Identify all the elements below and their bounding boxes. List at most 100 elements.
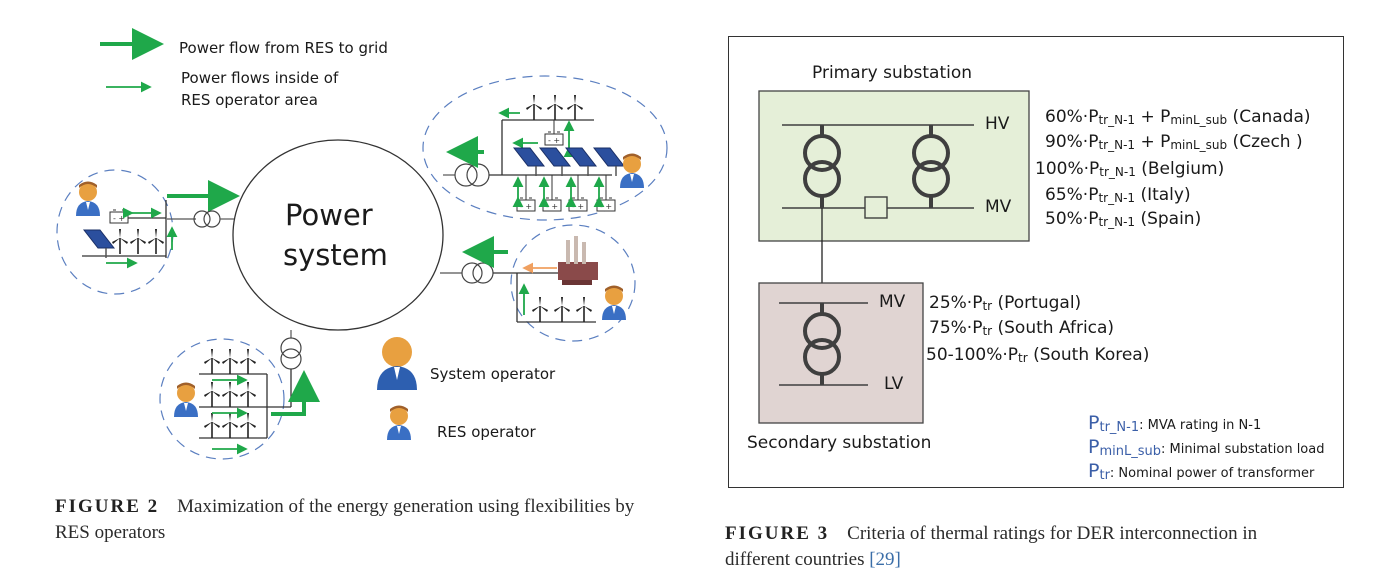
criterion-extra: + P xyxy=(1135,132,1171,152)
definition-text: : MVA rating in N-1 xyxy=(1139,418,1262,433)
primary-substation-box xyxy=(758,90,1030,242)
secondary-mv-label: MV xyxy=(879,292,906,312)
power-system-label-line1: Power xyxy=(285,198,373,232)
wind-turbine-icon xyxy=(239,381,257,408)
res-operator-bottom-icon xyxy=(174,382,198,417)
criterion-sub: tr_N-1 xyxy=(1098,191,1136,205)
wind-turbine-icon xyxy=(203,381,221,408)
bus-coupler-icon xyxy=(864,196,888,219)
criterion-country: (Spain) xyxy=(1135,209,1202,229)
system-operator-icon xyxy=(377,337,417,390)
res-operator-middle-right-icon xyxy=(602,285,626,320)
definition-symbol: Ptr xyxy=(1088,460,1110,483)
res-area-middle-right xyxy=(510,224,636,342)
figure-3-label: FIGURE 3 xyxy=(725,523,830,544)
criterion-belgium: 100%·Ptr_N-1 (Belgium) xyxy=(1035,158,1224,183)
criterion-pct: 50%·P xyxy=(1045,209,1099,229)
primary-mv-label: MV xyxy=(985,197,1012,217)
criterion-extra-sub: minL_sub xyxy=(1170,113,1228,127)
criterion-pct: 100%·P xyxy=(1035,159,1100,179)
transformer-bottom-icon xyxy=(280,337,302,359)
battery-icon xyxy=(109,209,129,224)
wind-turbine-icon xyxy=(239,412,257,439)
transformer-top-right-icon xyxy=(454,163,478,187)
wind-turbine-icon xyxy=(129,228,147,255)
transformer-left-icon xyxy=(193,210,211,228)
res-area-bottom xyxy=(159,338,285,460)
figure-3-caption-line1: Criteria of thermal ratings for DER inte… xyxy=(847,523,1258,544)
grid-flow-arrow-bottom xyxy=(271,370,320,416)
figure-3-diagram xyxy=(758,90,1030,424)
definition-symbol-sub: tr_N-1 xyxy=(1099,420,1140,435)
criterion-italy: 65%·Ptr_N-1 (Italy) xyxy=(1045,184,1191,209)
transformer-middle-right-icon xyxy=(461,262,483,284)
definition-pminl-sub: PminL_sub: Minimal substation load xyxy=(1088,436,1324,463)
criterion-pct: 90%·P xyxy=(1045,132,1099,152)
secondary-substation-box xyxy=(758,282,924,424)
definition-symbol-p: P xyxy=(1088,436,1100,458)
definition-ptr: Ptr: Nominal power of transformer xyxy=(1088,460,1314,487)
criterion-south-korea: 50-100%·Ptr (South Korea) xyxy=(926,344,1149,369)
criterion-spain: 50%·Ptr_N-1 (Spain) xyxy=(1045,208,1201,233)
criterion-sub: tr_N-1 xyxy=(1098,138,1136,152)
criterion-extra-sub: minL_sub xyxy=(1170,138,1228,152)
battery-icon xyxy=(542,197,562,212)
figure-3-caption-line2: different countries xyxy=(725,549,870,570)
definition-symbol: Ptr_N-1 xyxy=(1088,412,1140,435)
criterion-pct: 75%·P xyxy=(929,318,983,338)
definition-symbol-p: P xyxy=(1088,412,1100,434)
citation-link[interactable]: [29] xyxy=(869,549,901,570)
wind-turbine-icon xyxy=(531,296,549,323)
solar-panel-icon xyxy=(83,229,115,259)
res-operator-left-icon xyxy=(76,181,100,216)
wind-turbine-icon xyxy=(147,228,165,255)
criterion-country: (Czech ) xyxy=(1227,132,1303,152)
legend-thin-arrow-label-line1: Power flows inside of xyxy=(181,69,339,87)
solar-panel-icon xyxy=(513,147,545,177)
criterion-czech: 90%·Ptr_N-1 + PminL_sub (Czech ) xyxy=(1045,131,1303,156)
definition-symbol: PminL_sub xyxy=(1088,436,1161,459)
figure-3-caption: FIGURE 3 Criteria of thermal ratings for … xyxy=(725,521,1385,573)
criterion-sub: tr xyxy=(982,299,993,313)
res-area-top-right xyxy=(422,75,668,221)
definition-ptr-n1: Ptr_N-1: MVA rating in N-1 xyxy=(1088,412,1261,439)
res-operator-legend-icon xyxy=(387,405,411,440)
definition-symbol-sub: tr xyxy=(1099,468,1110,483)
power-system-label-line2: system xyxy=(283,238,388,272)
transformer-secondary-icon xyxy=(803,303,841,385)
wind-turbine-icon xyxy=(203,412,221,439)
criterion-portugal: 25%·Ptr (Portugal) xyxy=(929,292,1081,317)
wind-turbine-icon xyxy=(546,94,564,121)
criterion-sub: tr xyxy=(1018,351,1028,365)
transformer-2-icon xyxy=(912,125,950,208)
criterion-pct: 60%·P xyxy=(1045,107,1099,127)
wind-turbine-icon xyxy=(221,381,239,408)
wind-turbine-icon xyxy=(221,348,239,375)
criterion-pct: 25%·P xyxy=(929,293,983,313)
criterion-pct: 50-100%·P xyxy=(926,345,1019,365)
transformer-1-icon xyxy=(803,125,841,208)
secondary-lv-label: LV xyxy=(884,374,904,394)
battery-icon xyxy=(568,197,588,212)
battery-icon xyxy=(544,131,564,146)
battery-icon xyxy=(596,197,616,212)
legend-thin-arrow-label-line2: RES operator area xyxy=(181,91,318,109)
res-operator-label: RES operator xyxy=(437,423,536,441)
wind-turbine-icon xyxy=(203,348,221,375)
system-operator-label: System operator xyxy=(430,365,556,383)
criterion-extra: + P xyxy=(1135,107,1171,127)
wind-turbine-icon xyxy=(111,228,129,255)
definition-text: : Nominal power of transformer xyxy=(1109,466,1315,481)
wind-turbine-icon xyxy=(239,348,257,375)
primary-substation-title: Primary substation xyxy=(812,63,973,83)
criterion-country: (Belgium) xyxy=(1135,159,1225,179)
wind-turbine-icon xyxy=(525,94,543,121)
criterion-country: (Canada) xyxy=(1227,107,1311,127)
figure-2-caption-line1: Maximization of the energy generation us… xyxy=(177,496,635,517)
definition-symbol-p: P xyxy=(1088,460,1100,482)
criterion-sub: tr_N-1 xyxy=(1098,215,1136,229)
criterion-canada: 60%·Ptr_N-1 + PminL_sub (Canada) xyxy=(1045,106,1311,131)
definition-text: : Minimal substation load xyxy=(1161,442,1325,457)
battery-icon xyxy=(516,197,536,212)
